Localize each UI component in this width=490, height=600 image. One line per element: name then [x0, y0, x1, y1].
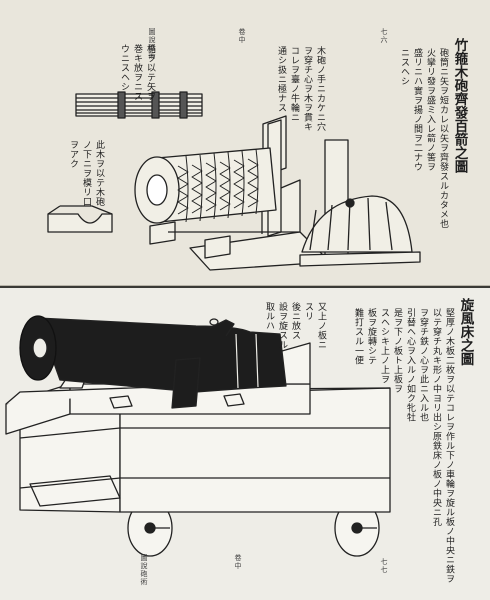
plate-title: 竹箍木砲齊發百箭之圖 [451, 38, 468, 173]
swivel-carriage-illustration [5, 315, 391, 557]
bundle-caption-line-2: 巻キ放ヲニス [132, 44, 142, 101]
description-line-1: 堅厚ノ木板二枚ヲ以テコレヲ作ル下ノ車輪ヲ旋ル板ノ中央ニ鉄ヲ [444, 308, 454, 584]
note-line-4: 通シ扱ニ極ナス [276, 46, 286, 113]
block-caption-line-3: ヲアク [68, 140, 78, 169]
running-head: 圖說砲術 [148, 28, 156, 60]
side-note-line-2: スリ [303, 302, 313, 321]
description-line-7: 板ヲ旋轉シテ [366, 308, 376, 365]
wooden-mould-block-drawing [47, 205, 113, 233]
side-note-line-5: 取ルハ [264, 302, 274, 331]
top-page: 圖說砲術 卷中 七六 竹箍木砲齊發百箭之圖 砲筒ニ矢ヲ短カレ以矢ヲ齊發スルカタメ… [0, 0, 490, 286]
arrow-bundle-drawing [75, 91, 203, 119]
description-line-3: 盛リニハ實ヲ揚ノ間ヲ二ナウ [412, 48, 422, 172]
description-line-1: 砲筒ニ矢ヲ短カレ以矢ヲ齊發スルカタメ也 [438, 48, 448, 229]
block-caption-line-1: 此木ヲ以テ木砲 [94, 140, 104, 207]
bundle-caption-line-3: ウニスヘシ [119, 44, 129, 92]
description-line-4: 引替ヘ心ヲ入ルノ如ク牝牡 [405, 308, 415, 422]
side-note-line-4: 設ヲ旋スル [277, 302, 287, 350]
description-line-2: 火攣リ發ヲ盛ミ入レ箭ノ筈ヲ [425, 48, 435, 172]
leaf-mark: 卷中 [238, 28, 246, 44]
side-note-line-1: 又上ノ板ニ [316, 302, 326, 350]
description-line-4: ニスヘシ [399, 48, 409, 86]
cannon-barrel-drawing [19, 315, 287, 409]
description-line-5: 是ヲ下ノ板ト上板ヲ [392, 308, 402, 394]
note-line-1: 木砲ノ手ニカケニ穴 [315, 46, 325, 132]
description-line-2: 以テ穿チ丸キ形ノ中ヨリ出シ原鉄床ノ板ノ中央ニ孔 [431, 308, 441, 527]
note-line-2: ヲ穿チ心ヲ木ヲ貫キ [302, 46, 312, 132]
bundle-caption-line-1: 楯ヲ以テ矢ヲ [145, 44, 155, 101]
page-number: 七六 [380, 28, 388, 44]
side-note-line-3: 後ニ放ス [290, 302, 300, 340]
plate-title: 旋風床之圖 [457, 298, 474, 366]
bamboo-bound-barrel-drawing [134, 147, 277, 224]
description-line-6: スヘシキ上ノ上ヲ [379, 308, 389, 384]
note-line-3: コレヲ臺ノ牛輪ニ [289, 46, 299, 122]
bamboo-bound-wooden-cannon-illustration [47, 91, 421, 271]
bottom-page: 旋風床之圖 堅厚ノ木板二枚ヲ以テコレヲ作ル下ノ車輪ヲ旋ル板ノ中央ニ鉄ヲ 以テ穿チ… [0, 288, 490, 600]
description-line-8: 難打スル一便 [353, 308, 363, 365]
running-head: 圖說砲術 [140, 554, 148, 586]
description-line-3: ヲ穿チ鉄ノ心ヲ此ニ入ル也 [418, 308, 428, 422]
block-caption-line-2: ノ下ニヲ模リ口 [81, 140, 91, 207]
cannon-carriage-drawing [149, 115, 421, 271]
page-number: 七七 [380, 558, 388, 574]
leaf-mark: 卷中 [234, 554, 242, 570]
carriage-wheels-drawing [127, 499, 380, 557]
